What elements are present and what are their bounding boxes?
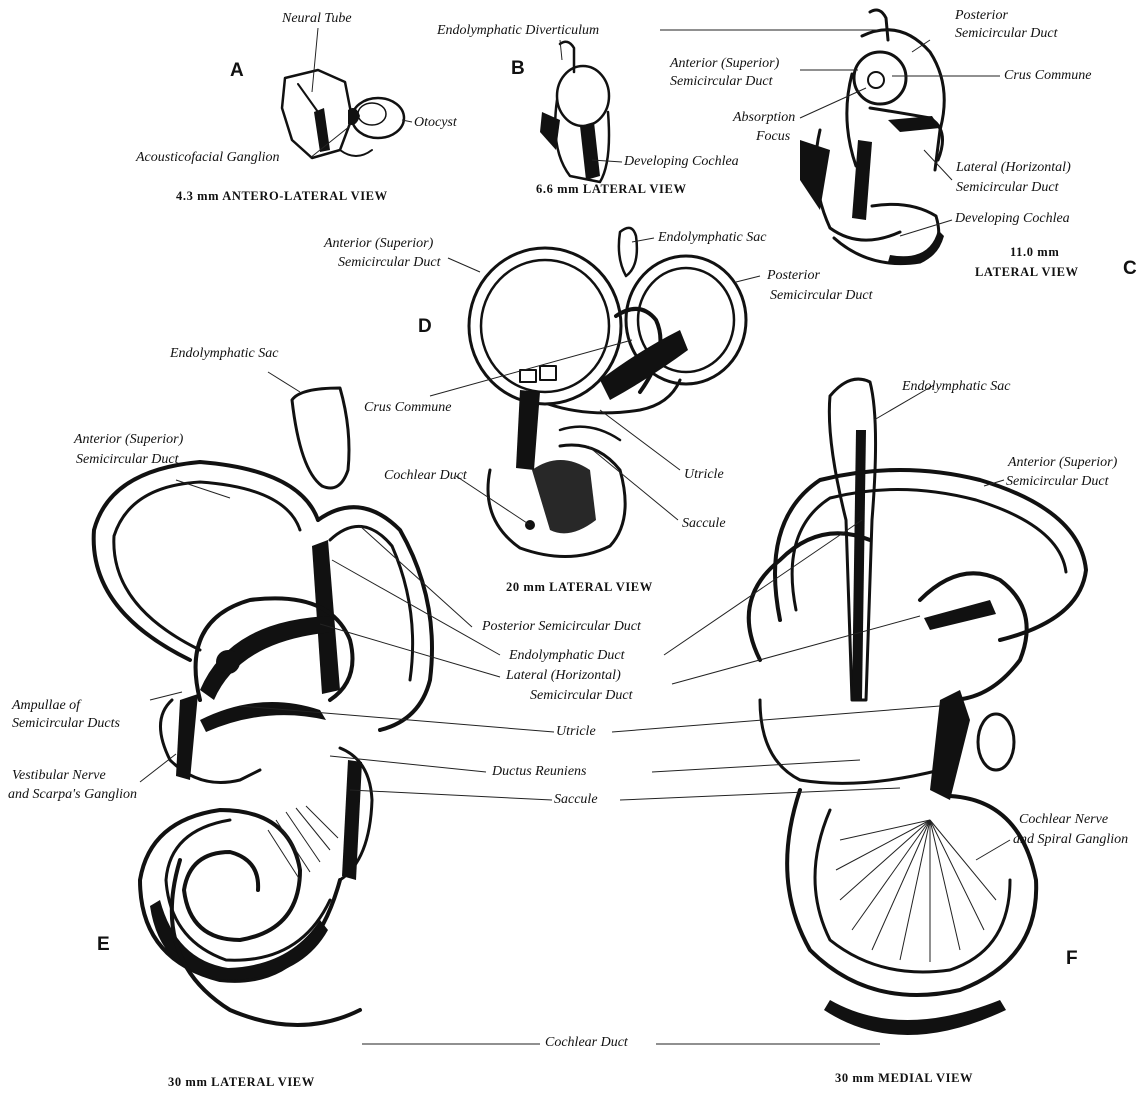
label-endolymphatic-duct: Endolymphatic Duct	[509, 648, 624, 664]
label-d-anterior-line1: Anterior (Superior)	[324, 236, 433, 252]
panel-d-drawing	[469, 228, 746, 557]
label-c-posterior-line2: Semicircular Duct	[955, 26, 1058, 42]
panel-letter-b: B	[511, 58, 525, 80]
label-ampullae-line2: Semicircular Ducts	[12, 716, 120, 732]
label-e-anterior-line2: Semicircular Duct	[76, 452, 179, 468]
panel-b-drawing	[540, 42, 609, 182]
label-d-crus-commune: Crus Commune	[364, 400, 452, 416]
label-acousticofacial-ganglion: Acousticofacial Ganglion	[136, 150, 279, 166]
label-shared-lateral-line1: Lateral (Horizontal)	[506, 668, 621, 684]
panel-letter-a: A	[230, 60, 244, 82]
label-b-developing-cochlea: Developing Cochlea	[624, 154, 739, 170]
label-ampullae-line1: Ampullae of	[12, 698, 80, 714]
label-absorption-focus-line1: Absorption	[733, 110, 795, 126]
label-c-lateral-line1: Lateral (Horizontal)	[956, 160, 1071, 176]
label-posterior-semicircular-duct: Posterior Semicircular Duct	[482, 619, 641, 635]
label-d-anterior-line2: Semicircular Duct	[338, 255, 441, 271]
label-cochlear-nerve-line2: and Spiral Ganglion	[1013, 832, 1128, 848]
label-vestibular-nerve-line2: and Scarpa's Ganglion	[8, 787, 137, 803]
label-c-crus-commune: Crus Commune	[1004, 68, 1092, 84]
label-f-anterior-line2: Semicircular Duct	[1006, 474, 1109, 490]
label-neural-tube: Neural Tube	[282, 11, 352, 27]
label-shared-saccule: Saccule	[554, 792, 598, 808]
label-e-anterior-line1: Anterior (Superior)	[74, 432, 183, 448]
label-f-anterior-line1: Anterior (Superior)	[1008, 455, 1117, 471]
label-d-utricle: Utricle	[684, 467, 724, 483]
label-absorption-focus-line2: Focus	[756, 129, 790, 145]
label-d-posterior-line1: Posterior	[767, 268, 820, 284]
panel-c-caption-line1: 11.0 mm	[1010, 245, 1059, 260]
panel-f-caption: 30 mm MEDIAL VIEW	[835, 1071, 973, 1086]
panel-b-caption: 6.6 mm LATERAL VIEW	[536, 182, 687, 197]
label-f-endolymphatic-sac: Endolymphatic Sac	[902, 379, 1010, 395]
panel-letter-c: C	[1123, 258, 1137, 280]
label-otocyst: Otocyst	[414, 115, 457, 131]
label-shared-cochlear-duct: Cochlear Duct	[545, 1035, 628, 1051]
panel-letter-d: D	[418, 316, 432, 338]
label-endolymphatic-diverticulum: Endolymphatic Diverticulum	[437, 23, 599, 39]
panel-d-caption: 20 mm LATERAL VIEW	[506, 580, 653, 595]
label-d-endolymphatic-sac: Endolymphatic Sac	[658, 230, 766, 246]
label-vestibular-nerve-line1: Vestibular Nerve	[12, 768, 106, 784]
label-ductus-reuniens: Ductus Reuniens	[492, 764, 586, 780]
panel-e-caption: 30 mm LATERAL VIEW	[168, 1075, 315, 1090]
label-shared-utricle: Utricle	[556, 724, 596, 740]
label-d-saccule: Saccule	[682, 516, 726, 532]
panel-letter-e: E	[97, 934, 110, 956]
label-c-anterior-line1: Anterior (Superior)	[670, 56, 779, 72]
label-e-endolymphatic-sac: Endolymphatic Sac	[170, 346, 278, 362]
panel-e-drawing	[94, 388, 432, 1025]
panel-c-caption-line2: LATERAL VIEW	[975, 265, 1079, 280]
label-cochlear-nerve-line1: Cochlear Nerve	[1019, 812, 1108, 828]
panel-a-caption: 4.3 mm ANTERO-LATERAL VIEW	[176, 189, 388, 204]
label-c-posterior-line1: Posterior	[955, 8, 1008, 24]
panel-c-drawing	[800, 10, 944, 264]
label-c-developing-cochlea: Developing Cochlea	[955, 211, 1070, 227]
label-d-cochlear-duct: Cochlear Duct	[384, 468, 467, 484]
label-c-anterior-line2: Semicircular Duct	[670, 74, 773, 90]
panel-a-drawing	[282, 70, 404, 158]
label-d-posterior-line2: Semicircular Duct	[770, 288, 873, 304]
panel-letter-f: F	[1066, 948, 1078, 970]
label-c-lateral-line2: Semicircular Duct	[956, 180, 1059, 196]
label-shared-lateral-line2: Semicircular Duct	[530, 688, 633, 704]
